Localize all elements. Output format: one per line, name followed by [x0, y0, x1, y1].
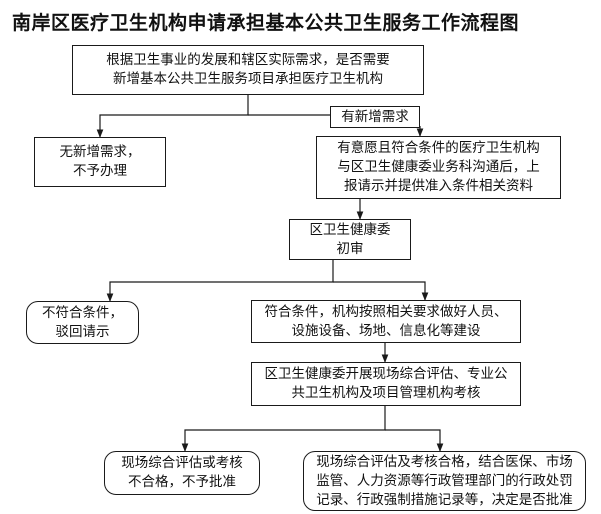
start-box: 根据卫生事业的发展和辖区实际需求，是否需要 新增基本公共卫生服务项目承担医疗卫生… [72, 45, 424, 95]
connector-review-qualified [333, 281, 429, 301]
new-demand-box: 有新增需求 [330, 106, 420, 128]
assessment-line-1: 区卫生健康委开展现场综合评估、专业公 [264, 366, 508, 382]
initial-review-box: 区卫生健康委 初审 [289, 219, 411, 260]
no-demand-line-1: 无新增需求， [59, 144, 141, 160]
apply-line-3: 报请示并提供准入条件相关资料 [344, 178, 533, 194]
qualified-box: 符合条件，机构按照相关要求做好人员、 设施设备、场地、信息化等建设 [251, 300, 521, 343]
not-qualified-line-2: 驳回请示 [55, 323, 110, 340]
not-qualified-box: 不符合条件， 驳回请示 [26, 301, 139, 344]
not-qualified-line-1: 不符合条件， [42, 304, 123, 321]
connector-review-branch [106, 260, 334, 302]
fail-line-1: 现场综合评估或考核 [121, 455, 243, 471]
pass-line-1: 现场综合评估及考核合格，结合医保、市场 [316, 453, 573, 470]
initial-review-line-2: 初审 [336, 240, 364, 257]
pass-box: 现场综合评估及考核合格，结合医保、市场 监管、人力资源等行政管理部门的行政处罚 … [303, 451, 586, 511]
assessment-box: 区卫生健康委开展现场综合评估、专业公 共卫生机构及项目管理机构考核 [251, 362, 521, 406]
page-title: 南岸区医疗卫生机构申请承担基本公共卫生服务工作流程图 [12, 12, 520, 34]
no-demand-line-2: 不予办理 [73, 163, 127, 179]
connector-start-branch [96, 95, 249, 138]
qualified-line-2: 设施设备、场地、信息化等建设 [291, 322, 481, 339]
no-demand-box: 无新增需求， 不予办理 [34, 137, 166, 187]
start-line-1: 根据卫生事业的发展和辖区实际需求，是否需要 [106, 52, 390, 68]
initial-review-line-1: 区卫生健康委 [309, 221, 391, 238]
qualified-line-1: 符合条件，机构按照相关要求做好人员、 [264, 303, 508, 320]
pass-line-3: 记录、行政强制措施记录等，决定是否批准 [316, 491, 573, 508]
apply-line-2: 与区卫生健康委业务科沟通后，上 [337, 159, 540, 175]
fail-box: 现场综合评估或考核 不合格，不予批准 [104, 451, 260, 495]
assessment-line-2: 共卫生机构及项目管理机构考核 [291, 385, 481, 401]
fail-line-2: 不合格，不予批准 [128, 474, 236, 490]
start-line-2: 新增基本公共卫生服务项目承担医疗卫生机构 [113, 71, 383, 87]
connector-assessment-pass [385, 429, 444, 452]
new-demand-label: 有新增需求 [341, 108, 409, 125]
apply-box: 有意愿且符合条件的医疗卫生机构 与区卫生健康委业务科沟通后，上 报请示并提供准入… [316, 136, 561, 199]
apply-line-1: 有意愿且符合条件的医疗卫生机构 [337, 140, 540, 156]
connector-assessment-branch [181, 406, 386, 452]
pass-line-2: 监管、人力资源等行政管理部门的行政处罚 [316, 472, 573, 489]
